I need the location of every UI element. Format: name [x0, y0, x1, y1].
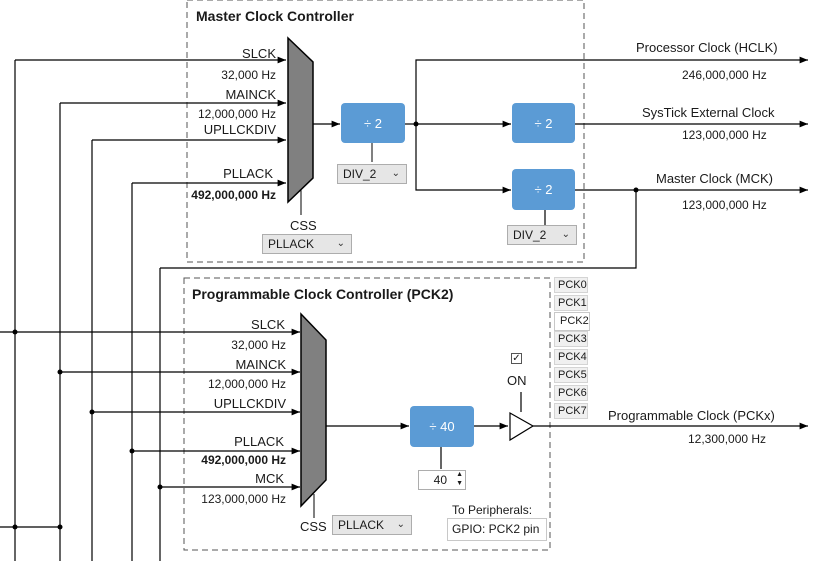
chevron-down-icon: ⌄ — [391, 168, 400, 179]
pck-input-mck-label: MCK — [255, 471, 284, 486]
tab-pck4[interactable]: PCK4 — [554, 349, 588, 365]
pck-input-pllack-freq: 492,000,000 Hz — [201, 453, 286, 467]
pck-css-select-value: PLLACK — [338, 518, 385, 532]
tab-pck3[interactable]: PCK3 — [554, 331, 588, 347]
pck-divider-value: 40 — [433, 473, 447, 487]
tab-pck6[interactable]: PCK6 — [554, 385, 588, 401]
pck-enable-label: ON — [507, 373, 527, 388]
spin-up-icon[interactable]: ▲ — [456, 471, 463, 478]
hclk-output-label: Processor Clock (HCLK) — [636, 40, 778, 55]
peripherals-label: To Peripherals: — [452, 503, 533, 517]
tab-pck2[interactable]: PCK2 — [554, 312, 590, 331]
master-input-slck-label: SLCK — [242, 46, 276, 61]
master-prescaler-block: ÷ 2 — [341, 103, 405, 143]
chevron-down-icon: ⌄ — [561, 229, 570, 240]
master-input-slck-freq: 32,000 Hz — [221, 68, 276, 82]
pck-divider-block: ÷ 40 — [410, 406, 474, 447]
mck-output-label: Master Clock (MCK) — [656, 171, 774, 186]
master-css-label: CSS — [290, 218, 317, 233]
master-input-mainck-freq: 12,000,000 Hz — [197, 107, 276, 121]
mck-output-freq: 123,000,000 Hz — [682, 198, 767, 212]
pck-input-mainck-label: MAINCK — [235, 357, 286, 372]
pck-output-wires — [326, 392, 808, 469]
mck-divider-label: ÷ 2 — [534, 182, 553, 197]
pck-input-mck-freq: 123,000,000 Hz — [201, 492, 286, 506]
master-clock-title: Master Clock Controller — [196, 8, 354, 24]
master-css-mux — [287, 36, 314, 204]
master-input-pllack-label: PLLACK — [223, 166, 273, 181]
systick-output-label: SysTick External Clock — [642, 105, 775, 120]
pck-css-mux — [300, 312, 327, 508]
pck-divider-label: ÷ 40 — [429, 419, 455, 434]
pck-css-label: CSS — [300, 519, 327, 534]
master-prescaler-label: ÷ 2 — [364, 115, 382, 131]
pck-input-slck-freq: 32,000 Hz — [231, 338, 286, 352]
systick-divider-block: ÷ 2 — [512, 103, 575, 143]
master-prescaler-select-value: DIV_2 — [343, 167, 377, 181]
pck-input-pllack-label: PLLACK — [234, 434, 284, 449]
mck-divider-select[interactable]: DIV_2 ⌄ — [507, 225, 577, 245]
hclk-output-freq: 246,000,000 Hz — [682, 68, 767, 82]
master-css-select[interactable]: PLLACK ⌄ — [262, 234, 352, 254]
peripherals-field[interactable]: GPIO: PCK2 pin — [447, 518, 547, 541]
pck-input-mainck-freq: 12,000,000 Hz — [207, 377, 286, 391]
left-bus-lines — [14, 60, 161, 561]
master-input-wires — [15, 56, 286, 187]
master-input-pllack-freq: 492,000,000 Hz — [191, 188, 276, 202]
pck-divider-spinner[interactable]: 40 ▲ ▼ — [418, 470, 466, 490]
master-css-select-value: PLLACK — [268, 237, 315, 251]
tab-pck5[interactable]: PCK5 — [554, 367, 588, 383]
master-output-wires — [160, 56, 808, 269]
systick-output-freq: 123,000,000 Hz — [682, 128, 767, 142]
pckx-output-label: Programmable Clock (PCKx) — [608, 408, 775, 423]
tab-pck7[interactable]: PCK7 — [554, 403, 588, 419]
pck-enable-buffer — [509, 411, 535, 442]
pck-css-select[interactable]: PLLACK ⌄ — [332, 515, 412, 535]
tab-pck1[interactable]: PCK1 — [554, 295, 588, 311]
mck-divider-block: ÷ 2 — [512, 169, 575, 210]
mck-divider-select-value: DIV_2 — [513, 228, 547, 242]
pck-input-upllckdiv-label: UPLLCKDIV — [213, 396, 286, 411]
systick-divider-label: ÷ 2 — [534, 115, 553, 131]
tab-pck0[interactable]: PCK0 — [554, 277, 588, 293]
master-input-upllckdiv-label: UPLLCKDIV — [203, 122, 276, 137]
chevron-down-icon: ⌄ — [336, 238, 345, 249]
pck-input-slck-label: SLCK — [251, 317, 285, 332]
master-input-mainck-label: MAINCK — [225, 87, 276, 102]
chevron-down-icon: ⌄ — [396, 519, 405, 530]
pckx-output-freq: 12,300,000 Hz — [688, 432, 767, 446]
pck-group-border — [183, 277, 551, 551]
master-prescaler-select[interactable]: DIV_2 ⌄ — [337, 164, 407, 184]
spin-down-icon[interactable]: ▼ — [456, 480, 463, 487]
pck-title: Programmable Clock Controller (PCK2) — [192, 286, 454, 302]
pck-enable-checkbox[interactable]: ✓ — [511, 353, 522, 364]
pck-input-wires — [0, 328, 300, 528]
